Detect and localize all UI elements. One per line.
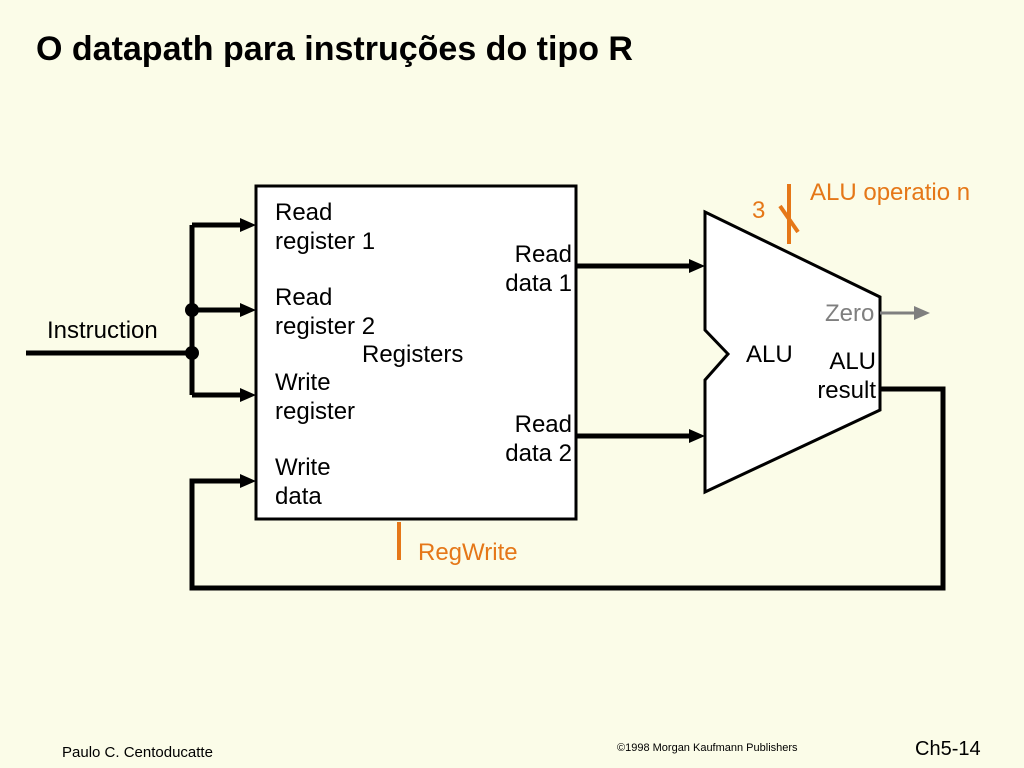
read-register-1-label: Read register 1 [275, 199, 376, 255]
read-data-2-label: Read data 2 [505, 411, 572, 467]
arrowhead [914, 306, 930, 320]
arrowhead [689, 429, 705, 443]
regwrite-label: RegWrite [418, 539, 518, 566]
zero-label: Zero [825, 300, 875, 327]
registers-label: Registers [362, 341, 464, 368]
slide-title: O datapath para instruções do tipo R [36, 30, 633, 68]
slide-number: Ch5-14 [915, 738, 981, 760]
alu-result-feedback-wire [189, 386, 946, 591]
arrowhead [240, 474, 256, 488]
arrowhead [240, 303, 256, 317]
write-register-label: Write register [275, 369, 356, 425]
read-register-2-label: Read register 2 [275, 284, 376, 340]
alu-operation-label: ALU operatio n [810, 179, 971, 206]
footer-author: Paulo C. Centoducatte [62, 744, 213, 761]
arrowhead [240, 218, 256, 232]
arrowhead [240, 388, 256, 402]
bus-width-slash [778, 204, 800, 234]
alu-label: ALU [746, 341, 793, 368]
alu-result-label: ALU result [817, 348, 876, 404]
register-file-block [254, 184, 578, 521]
alu-operation-bits-label: 3 [752, 197, 766, 224]
read-data-1-label: Read data 1 [505, 241, 572, 297]
instruction-label: Instruction [47, 317, 158, 344]
junction-dot [185, 346, 199, 360]
write-data-label: Write data [275, 454, 331, 510]
arrowhead [689, 259, 705, 273]
footer-copyright: ©1998 Morgan Kaufmann Publishers [617, 742, 798, 754]
